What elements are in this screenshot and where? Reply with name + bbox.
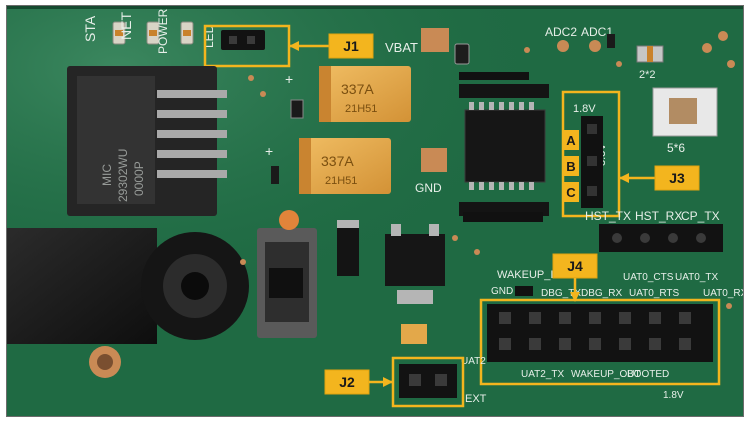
label-1-8v: 1.8V	[573, 103, 596, 115]
label-hst-rx: HST_RX	[635, 209, 682, 223]
sot223-regulator	[385, 224, 445, 304]
j3-highlight-box	[561, 90, 621, 218]
j3-position-c	[563, 182, 579, 202]
label-vbat: VBAT	[385, 40, 418, 55]
j3-position-b	[563, 156, 579, 176]
cap-top-code: 21H51	[345, 103, 377, 115]
j3-position-b-label: B	[566, 159, 575, 174]
voltage-regulator	[67, 66, 227, 216]
label-ext: EXT	[465, 393, 487, 405]
slide-switch	[257, 210, 317, 338]
j3-position-c-label: C	[566, 185, 576, 200]
label-net: NET	[118, 12, 134, 40]
label-adc1: ADC1	[581, 25, 613, 39]
svg-text:+: +	[285, 71, 293, 87]
label-gnd-j4: GND	[491, 286, 513, 297]
j2-header	[399, 364, 457, 398]
hst-header	[599, 224, 723, 252]
j4-callout-label: J4	[567, 258, 583, 274]
j1-header	[221, 30, 265, 50]
j1-callout	[328, 33, 374, 59]
dc-power-jack	[7, 228, 249, 344]
label-wakeup-out: WAKEUP_OUT	[571, 369, 641, 380]
cap-bottom-code: 21H51	[325, 175, 357, 187]
j2-callout	[324, 369, 370, 395]
j4-highlight-box	[479, 298, 721, 386]
reg-line-1: MIC	[100, 164, 114, 186]
label-5x6: 5*6	[667, 141, 685, 155]
j4-header	[487, 304, 713, 362]
capacitor-bottom	[299, 138, 391, 194]
label-adc2: ADC2	[545, 25, 577, 39]
j3-callout	[654, 165, 700, 191]
pcb-illustration: STA NET POWER LED J1 VBAT ADC2 ADC1	[7, 6, 743, 416]
diode	[337, 220, 359, 276]
label-power: POWER	[156, 8, 170, 54]
label-uat0-tx: UAT0_TX	[675, 272, 718, 283]
label-cp-tx: CP_TX	[681, 209, 720, 223]
label-uat0-cts: UAT0_CTS	[623, 272, 674, 283]
label-booted: BOOTED	[627, 369, 669, 380]
cap-bottom-value: 337A	[321, 153, 354, 169]
pcb-photo: STA NET POWER LED J1 VBAT ADC2 ADC1	[6, 5, 744, 417]
j2-callout-label: J2	[339, 374, 355, 390]
j3-position-a	[563, 130, 579, 150]
j3-callout-label: J3	[669, 170, 685, 186]
gnd-pad	[421, 148, 447, 172]
label-gnd: GND	[415, 181, 442, 195]
label-uat0-rx: UAT0_RX	[703, 288, 743, 299]
j3-header	[581, 116, 603, 208]
label-dbg: DBG_TXDBG_RX	[541, 288, 622, 299]
capacitor-top	[319, 66, 411, 122]
cap-top-value: 337A	[341, 81, 374, 97]
label-uat0-rts: UAT0_RTS	[629, 288, 680, 299]
status-leds	[112, 21, 194, 45]
label-uat2-tx: UAT2_TX	[521, 369, 564, 380]
label-1-8v-bottom: 1.8V	[663, 390, 684, 401]
j1-callout-label: J1	[343, 38, 359, 54]
reg-line-3: 0000P	[132, 161, 146, 196]
label-uat2: UAT2	[461, 356, 486, 367]
label-sta: STA	[82, 15, 98, 42]
label-wakeup-in: WAKEUP_IN	[497, 269, 561, 281]
label-hst-tx: HST_TX	[585, 209, 631, 223]
vbat-pad	[421, 28, 449, 52]
reg-line-2: 29302WU	[116, 149, 130, 202]
j3-position-a-label: A	[566, 133, 576, 148]
label-2x2: 2*2	[639, 69, 656, 81]
svg-text:+: +	[265, 143, 273, 159]
